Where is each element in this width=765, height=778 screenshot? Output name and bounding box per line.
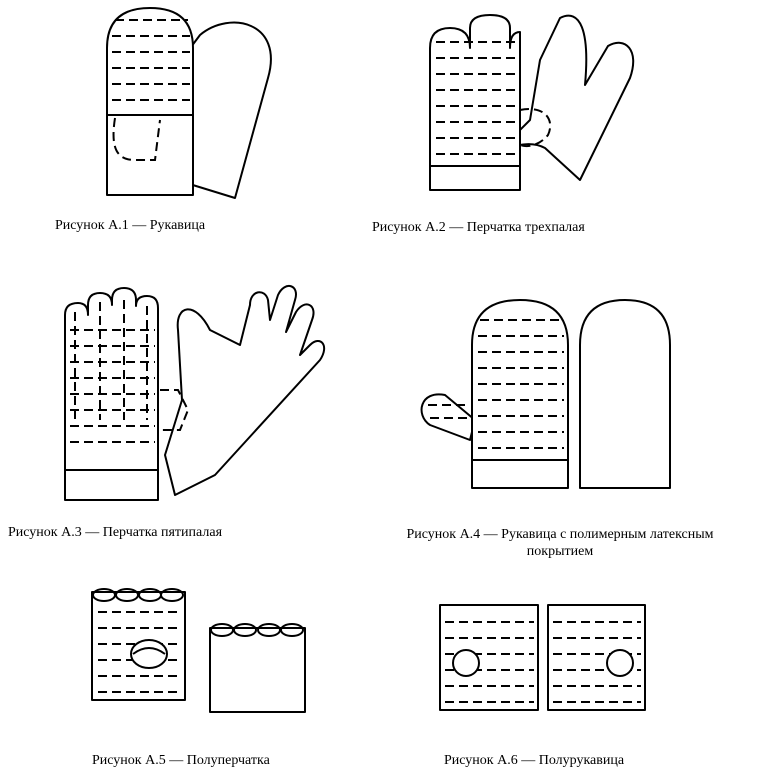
glove-back-view xyxy=(489,14,635,181)
coated-mitten-back-view xyxy=(579,299,671,489)
coated-mitten-front-view xyxy=(471,299,569,489)
glove5-stitching xyxy=(70,300,155,443)
figure-a5-half-glove xyxy=(91,588,306,713)
glove-thumb-outline xyxy=(519,108,552,148)
half-glove-back-view xyxy=(209,627,306,713)
half-glove-back-rings xyxy=(210,623,304,637)
figure-a1-mitten xyxy=(106,7,272,199)
glove5-back-view xyxy=(164,285,326,496)
half-mitten-left-stitching xyxy=(445,621,534,703)
caption-a4-line1: Рисунок А.4 — Рукавица с полимерным лате… xyxy=(406,527,714,542)
coated-mitten-stitching xyxy=(428,319,564,449)
caption-a6: Рисунок А.6 — Полурукавица xyxy=(444,753,625,768)
figure-a6-half-mitten xyxy=(439,604,646,711)
caption-a4-line2: покрытием xyxy=(526,544,594,559)
caption-a2: Рисунок А.2 — Перчатка трехпалая xyxy=(372,220,585,235)
half-glove-thumb-hole xyxy=(130,639,168,669)
half-glove-cuff-rings xyxy=(92,588,184,602)
half-mitten-right-view xyxy=(547,604,646,711)
half-mitten-left-view xyxy=(439,604,539,711)
figure-a3-five-finger-glove xyxy=(64,285,326,501)
glove5-front-view xyxy=(64,287,159,501)
half-mitten-right-thumb-hole xyxy=(606,649,634,677)
caption-a5: Рисунок А.5 — Полуперчатка xyxy=(92,753,270,768)
caption-a1: Рисунок А.1 — Рукавица xyxy=(55,218,206,233)
mitten-stitching xyxy=(112,19,190,101)
caption-a4: Рисунок А.4 — Рукавица с полимерным лате… xyxy=(360,526,760,560)
mitten-back-view xyxy=(169,21,272,199)
half-mitten-right-stitching xyxy=(553,621,641,703)
half-mitten-left-thumb-hole xyxy=(452,649,480,677)
figure-a2-three-finger-glove xyxy=(429,14,635,191)
caption-a3: Рисунок А.3 — Перчатка пятипалая xyxy=(8,525,223,540)
mitten-front-view xyxy=(106,7,194,196)
figure-a4-coated-mitten xyxy=(420,299,671,489)
